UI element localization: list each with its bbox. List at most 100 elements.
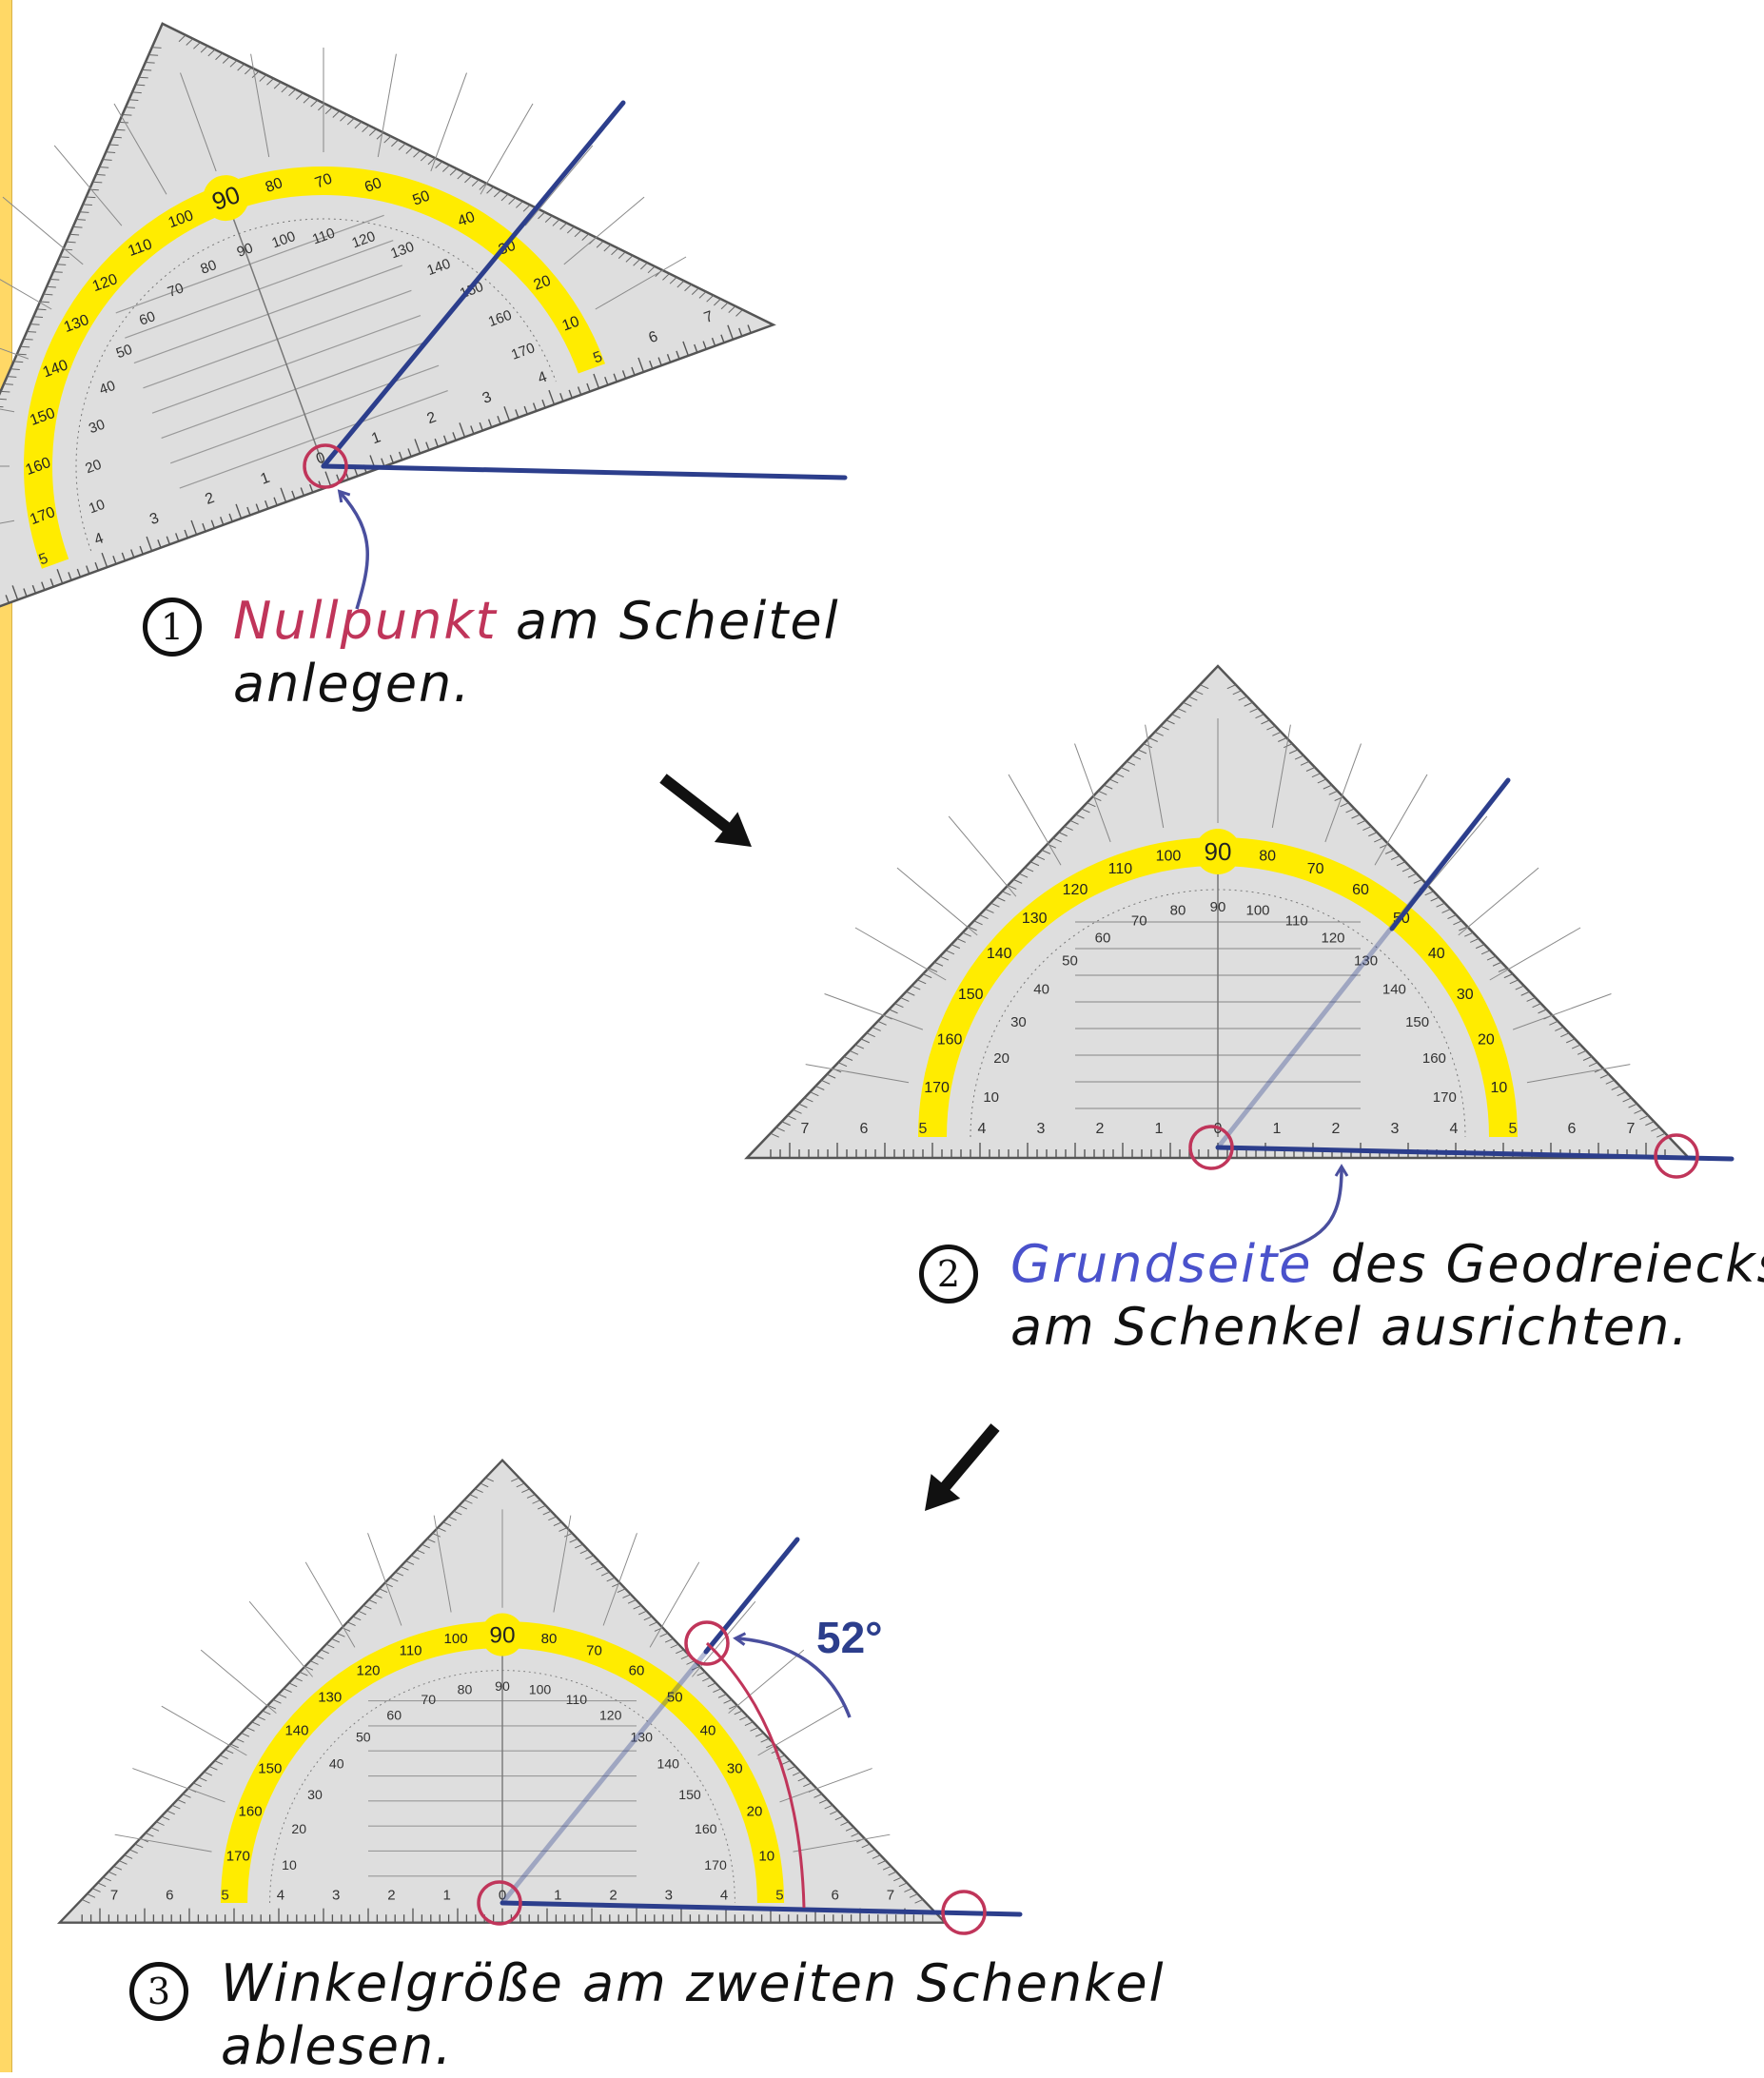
set-square-step-1: 1020304050607080901001101201301401501601… <box>0 0 774 647</box>
protractor-label: 20 <box>993 1050 1009 1067</box>
step-1-text-line2: anlegen. <box>233 654 471 714</box>
protractor-label: 170 <box>924 1080 950 1096</box>
protractor-label: 70 <box>1307 861 1324 877</box>
step-1-highlight: Nullpunkt <box>233 591 498 651</box>
edge-scale-label: 1 <box>1273 1121 1282 1137</box>
protractor-label: 110 <box>1108 861 1133 877</box>
step-3-caption: Winkelgröße am zweiten Schenkel ablesen. <box>221 1952 1166 2078</box>
protractor-label: 160 <box>937 1031 963 1048</box>
protractor-label: 10 <box>282 1857 297 1872</box>
radial-line <box>855 928 946 980</box>
protractor-label: 140 <box>1382 981 1406 997</box>
protractor-label: 100 <box>1246 903 1270 919</box>
edge-scale-label: 7 <box>801 1121 810 1137</box>
protractor-label: 10 <box>1491 1080 1508 1096</box>
radial-line <box>1490 928 1580 980</box>
step-1-number: 1 <box>143 598 202 657</box>
step-1-text: am Scheitel <box>498 591 840 651</box>
protractor-label: 160 <box>1422 1050 1446 1067</box>
protractor-label: 120 <box>599 1708 622 1723</box>
protractor-label: 40 <box>1428 946 1445 962</box>
radial-line <box>249 1601 312 1676</box>
edge-scale-label: 2 <box>609 1887 617 1903</box>
edge-scale-label: 1 <box>443 1887 451 1903</box>
step-2-number: 2 <box>919 1245 978 1304</box>
protractor-label: 120 <box>1321 930 1344 946</box>
edge-scale-label: 5 <box>775 1887 783 1903</box>
radial-line <box>1009 774 1061 865</box>
edge-scale-label: 4 <box>720 1887 728 1903</box>
radial-line <box>949 816 1016 896</box>
edge-scale-label: 2 <box>387 1887 395 1903</box>
protractor-label: 20 <box>747 1803 763 1819</box>
edge-scale-label: 1 <box>554 1887 561 1903</box>
step-3-text: Winkelgröße am zweiten Schenkel <box>221 1953 1166 2013</box>
ray-step-2-upper <box>1392 780 1508 929</box>
protractor-label: 150 <box>678 1787 701 1802</box>
edge-scale-label: 5 <box>1509 1121 1518 1137</box>
radial-line <box>650 1562 699 1648</box>
protractor-label: 80 <box>1259 849 1276 865</box>
step-3-text-line2: ablesen. <box>221 2016 453 2076</box>
edge-scale-label: 1 <box>1155 1121 1164 1137</box>
protractor-label: 90 <box>495 1678 510 1694</box>
ray-step-1-lower <box>323 466 845 478</box>
radial-line <box>1420 816 1487 896</box>
ray-step-3-upper <box>706 1539 797 1652</box>
step-2-text-line2: am Schenkel ausrichten. <box>1010 1297 1690 1357</box>
edge-scale-label: 7 <box>110 1887 118 1903</box>
protractor-label: 130 <box>318 1690 342 1706</box>
edge-scale-label: 3 <box>1037 1121 1046 1137</box>
protractor-label: 100 <box>529 1682 552 1697</box>
protractor-label: 140 <box>987 946 1012 962</box>
edge-scale-label: 3 <box>1391 1121 1400 1137</box>
protractor-label: 150 <box>258 1761 282 1777</box>
protractor-label: 120 <box>1063 882 1088 898</box>
edge-scale-label: 2 <box>1096 1121 1105 1137</box>
edge-scale-label: 3 <box>665 1887 673 1903</box>
protractor-label: 140 <box>657 1755 680 1771</box>
radial-line <box>758 1706 844 1755</box>
protractor-label: 70 <box>586 1643 602 1659</box>
protractor-label: 50 <box>1062 953 1078 970</box>
protractor-center-label: 90 <box>489 1622 515 1648</box>
radial-line <box>1375 774 1427 865</box>
protractor-label: 70 <box>421 1692 436 1707</box>
protractor-label: 160 <box>695 1821 717 1836</box>
set-square-step-2: 1020304050607080901001101201301401501601… <box>747 666 1689 1158</box>
step-3-number: 3 <box>129 1962 188 2021</box>
protractor-label: 80 <box>1170 903 1186 919</box>
step-2-text: des Geodreiecks <box>1313 1234 1764 1294</box>
protractor-label: 130 <box>1022 911 1048 927</box>
edge-scale-label: 6 <box>831 1887 838 1903</box>
protractor-label: 30 <box>307 1787 323 1802</box>
protractor-label: 70 <box>1131 913 1147 930</box>
protractor-label: 60 <box>629 1662 645 1678</box>
protractor-label: 140 <box>284 1722 308 1738</box>
edge-scale-label: 7 <box>1627 1121 1636 1137</box>
edge-scale-label: 6 <box>860 1121 869 1137</box>
protractor-label: 170 <box>226 1849 250 1865</box>
edge-scale-label: 6 <box>166 1887 173 1903</box>
edge-scale-label: 2 <box>1332 1121 1341 1137</box>
edge-scale-label: 5 <box>221 1887 228 1903</box>
protractor-label: 50 <box>356 1729 371 1744</box>
radial-line <box>162 1706 247 1755</box>
edge-scale-label: 4 <box>1450 1121 1459 1137</box>
protractor-label: 40 <box>700 1722 716 1738</box>
edge-scale-label: 6 <box>1568 1121 1577 1137</box>
direction-arrow-2 <box>911 1415 1010 1523</box>
protractor-label: 40 <box>329 1755 344 1771</box>
angle-value-label: 52° <box>816 1613 883 1662</box>
protractor-label: 110 <box>1285 913 1308 930</box>
radial-line <box>305 1562 355 1648</box>
protractor-label: 10 <box>758 1849 774 1865</box>
edge-scale-label: 5 <box>919 1121 928 1137</box>
protractor-label: 30 <box>1457 987 1474 1003</box>
protractor-label: 30 <box>727 1761 743 1777</box>
step-1-caption: Nullpunkt am Scheitel anlegen. <box>233 590 840 716</box>
protractor-label: 150 <box>1405 1014 1429 1030</box>
protractor-center-label: 90 <box>1205 837 1232 866</box>
